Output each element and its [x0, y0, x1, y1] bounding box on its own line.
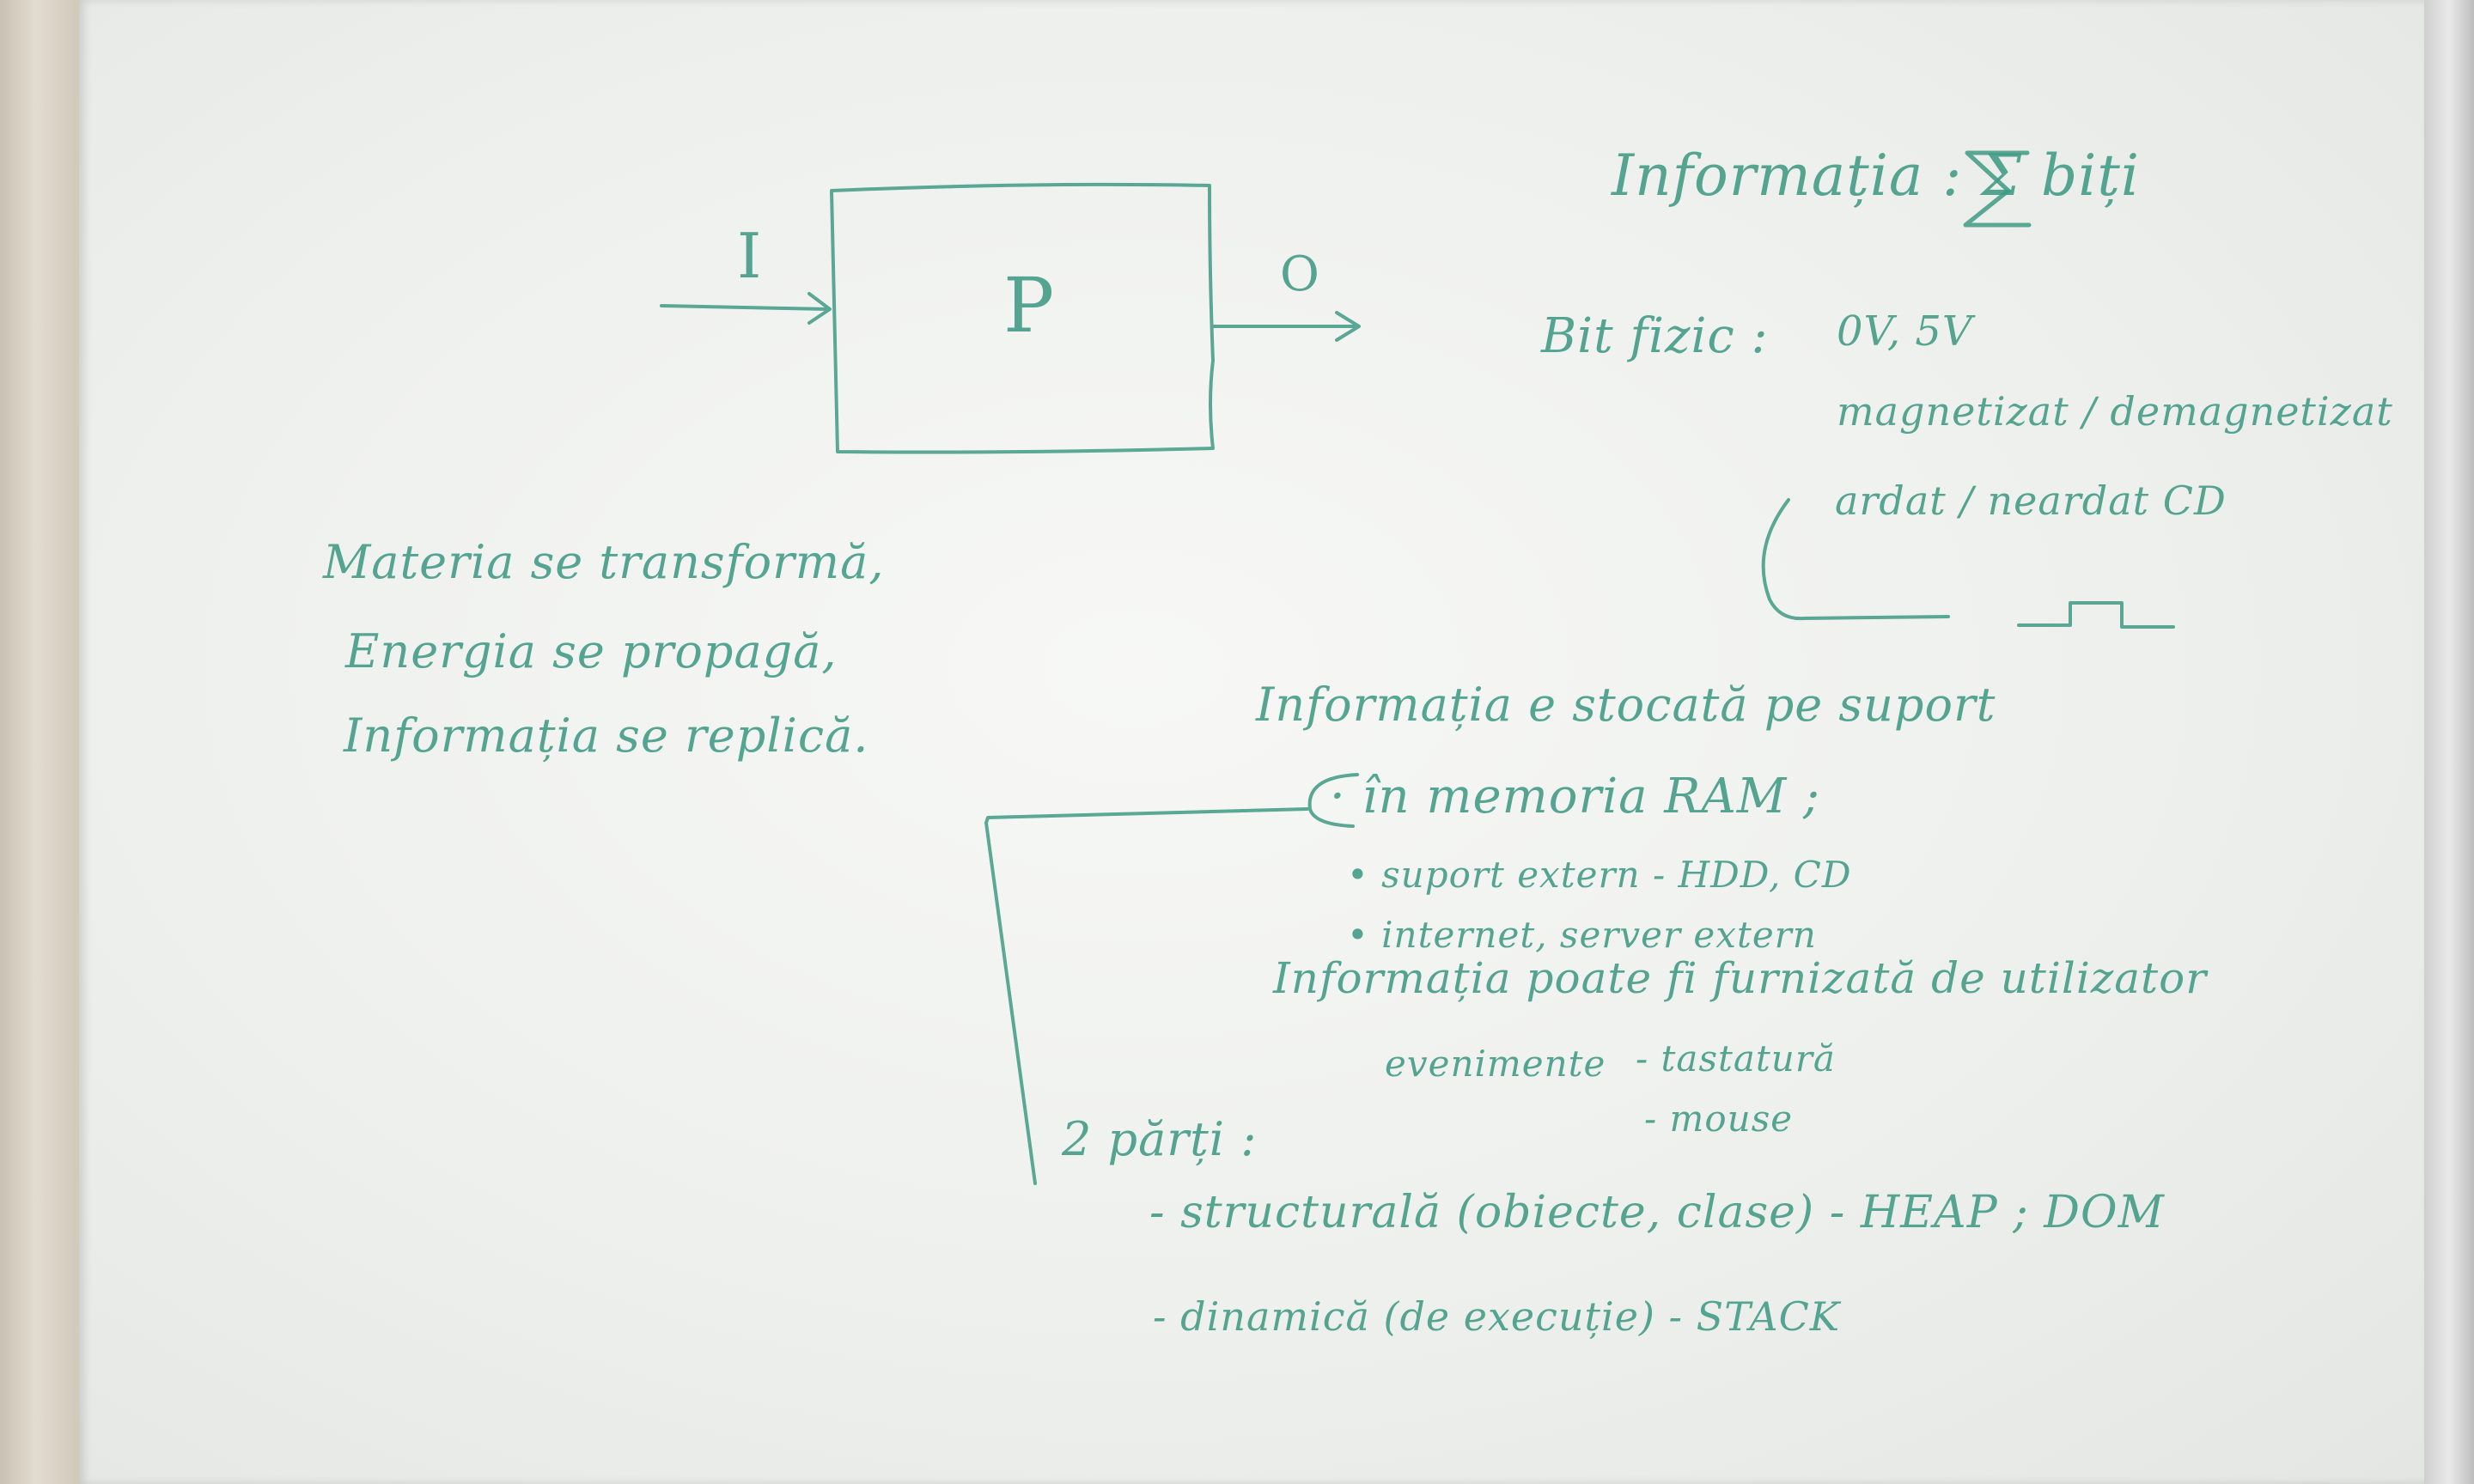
part-structural: - structurală (obiecte, clase) - HEAP ; …	[1149, 1187, 2165, 1238]
storage-heading: Informația e stocată pe suport	[1256, 678, 1996, 732]
note-energy: Energia se propagă,	[345, 624, 838, 678]
furnish-heading: Informația poate fi furnizată de utiliza…	[1273, 953, 2208, 1003]
output-arrowhead	[1335, 311, 1361, 342]
event-keyboard: - tastatură	[1636, 1037, 1836, 1080]
ram-connector-line	[984, 807, 1309, 1185]
whiteboard-surface	[79, 0, 2424, 1484]
bit-value-voltage: 0V, 5V	[1837, 307, 1973, 356]
process-box	[830, 182, 1215, 454]
events-label: evenimente	[1385, 1043, 1606, 1085]
part-dynamic: - dinamică (de execuție) - STACK	[1153, 1293, 1841, 1340]
signal-wave	[2017, 601, 2175, 629]
sigma-symbol	[1963, 150, 2032, 228]
parts-heading: 2 părți :	[1062, 1112, 1258, 1166]
input-arrow	[660, 304, 831, 311]
storage-internet: • internet, server extern	[1347, 914, 1817, 956]
output-label: O	[1280, 246, 1320, 302]
storage-ram: · în memoria RAM ;	[1330, 769, 1820, 824]
note-matter: Materia se transformă,	[323, 535, 885, 589]
whiteboard-frame-left	[0, 0, 79, 1484]
bracket-curve	[1761, 498, 1950, 621]
storage-external: • suport extern - HDD, CD	[1347, 854, 1852, 896]
bit-value-magnetic: magnetizat / demagnetizat	[1837, 388, 2393, 435]
input-arrowhead	[807, 292, 832, 325]
whiteboard-frame-right	[2424, 0, 2474, 1484]
note-information: Informația se replică.	[344, 709, 869, 763]
process-label: P	[1003, 261, 1056, 350]
ram-connector-curve	[1307, 773, 1359, 828]
event-mouse: - mouse	[1644, 1098, 1794, 1140]
bit-fizic-label: Bit fizic :	[1541, 308, 1769, 364]
information-bits-line: Informația : Σ biți	[1612, 143, 2141, 209]
bit-value-cd: ardat / neardat CD	[1835, 477, 2227, 524]
input-label: I	[737, 220, 763, 292]
